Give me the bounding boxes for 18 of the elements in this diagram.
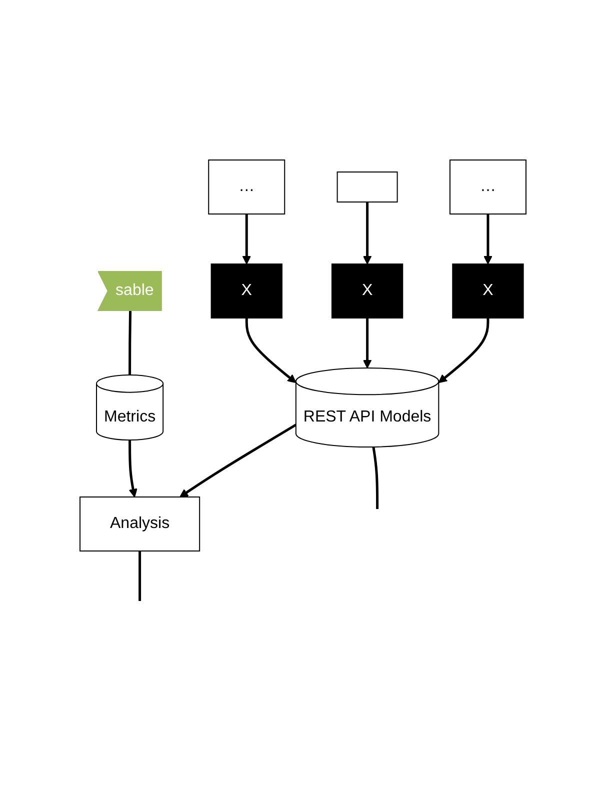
connector <box>128 310 132 375</box>
arrow <box>362 202 372 264</box>
node-box: X <box>452 264 524 318</box>
connector <box>138 550 142 601</box>
arrow <box>180 424 297 498</box>
arrow <box>438 318 490 384</box>
node-box: X <box>331 264 404 318</box>
node-box: … <box>208 160 286 214</box>
node-box: … <box>449 160 526 214</box>
arrow <box>128 440 138 498</box>
node-box <box>336 172 398 202</box>
arrow <box>484 214 492 264</box>
connector <box>372 446 379 509</box>
arrow <box>242 214 252 264</box>
node-box: X <box>210 264 282 318</box>
node-box: Analysis <box>80 496 200 552</box>
arrow <box>362 318 372 368</box>
arrow <box>245 318 296 384</box>
